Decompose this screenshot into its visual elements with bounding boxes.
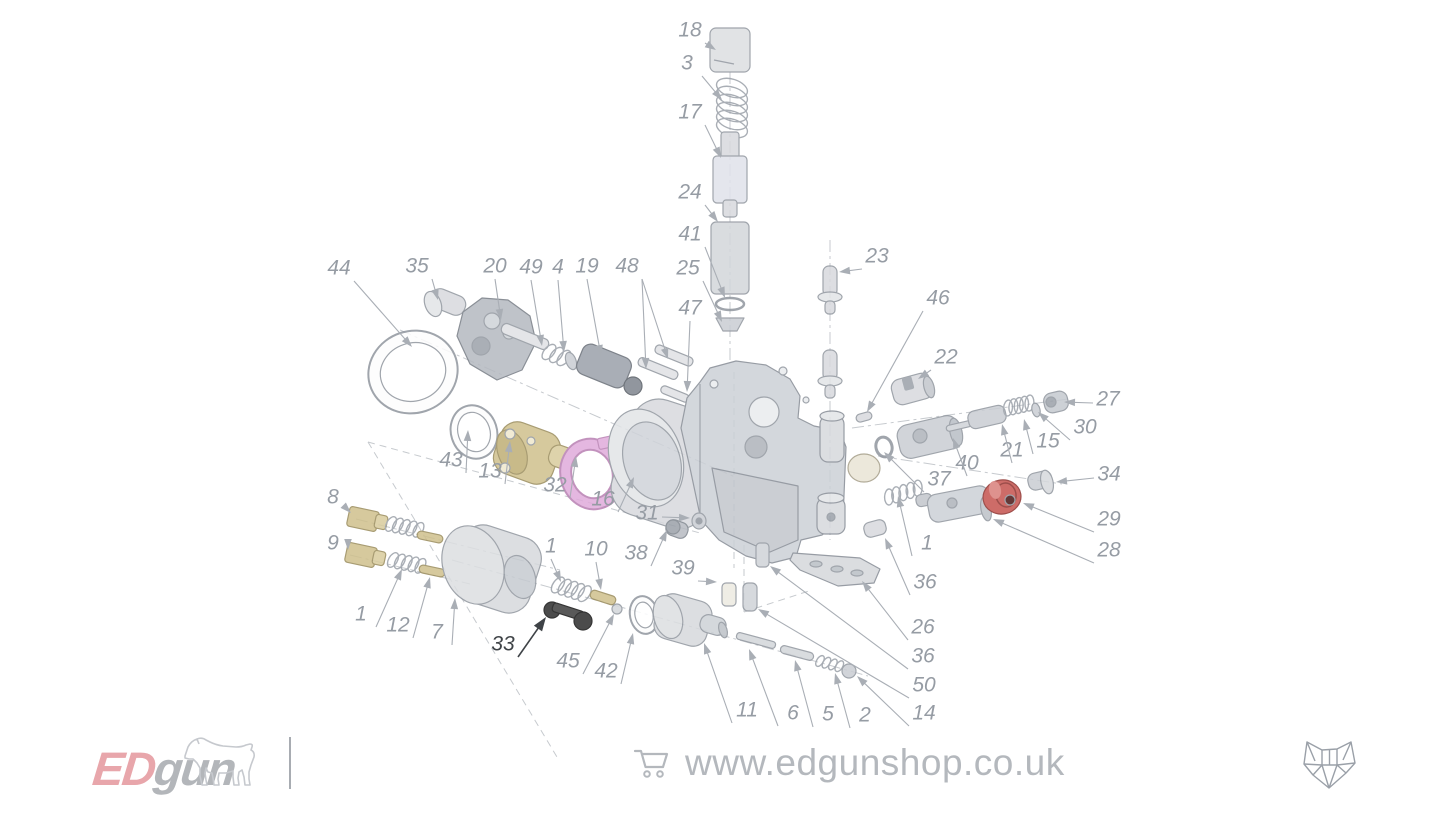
part-number: 31 bbox=[635, 502, 658, 525]
part-number: 43 bbox=[439, 449, 463, 472]
part-number: 46 bbox=[926, 287, 950, 310]
part-number: 6 bbox=[787, 702, 799, 725]
part-number: 29 bbox=[1096, 508, 1121, 531]
part-number: 15 bbox=[1036, 430, 1060, 453]
part-number: 33 bbox=[491, 633, 515, 656]
part-number: 36 bbox=[911, 645, 935, 668]
part-number: 38 bbox=[624, 542, 648, 565]
part-number: 17 bbox=[678, 101, 703, 124]
part-number: 39 bbox=[671, 557, 695, 580]
part-number: 47 bbox=[678, 297, 703, 320]
part-number: 4 bbox=[552, 256, 564, 279]
part-number: 8 bbox=[327, 486, 339, 509]
part-number: 41 bbox=[678, 223, 701, 246]
part-number: 24 bbox=[677, 181, 701, 204]
part-number: 27 bbox=[1095, 388, 1121, 411]
part-number: 12 bbox=[386, 614, 410, 637]
part-number: 34 bbox=[1097, 463, 1120, 486]
part-number: 10 bbox=[584, 538, 608, 561]
part-number: 13 bbox=[478, 460, 502, 483]
part-number: 9 bbox=[327, 532, 339, 555]
part-number: 28 bbox=[1096, 539, 1121, 562]
part-number: 20 bbox=[482, 255, 507, 278]
part-number: 18 bbox=[678, 19, 702, 42]
part-number: 23 bbox=[864, 245, 889, 268]
part-number: 1 bbox=[921, 532, 933, 555]
part-number: 35 bbox=[405, 255, 429, 278]
part-number: 21 bbox=[999, 439, 1023, 462]
part-number: 25 bbox=[675, 257, 700, 280]
part-number: 1 bbox=[355, 603, 367, 626]
part-number: 42 bbox=[594, 660, 618, 683]
parts-layer bbox=[344, 27, 1069, 679]
part-number: 22 bbox=[933, 346, 958, 369]
part-number: 36 bbox=[913, 571, 937, 594]
part-number: 45 bbox=[556, 650, 580, 673]
part-number: 40 bbox=[955, 452, 979, 475]
part-number: 49 bbox=[519, 256, 543, 279]
part-number: 7 bbox=[431, 621, 444, 644]
part-number: 50 bbox=[912, 674, 936, 697]
part-number: 37 bbox=[927, 468, 952, 491]
part-number: 16 bbox=[591, 488, 615, 511]
part-number: 11 bbox=[736, 699, 758, 722]
part-number: 5 bbox=[822, 703, 834, 726]
part-number: 14 bbox=[912, 702, 935, 725]
part-number: 19 bbox=[575, 255, 599, 278]
part-number: 1 bbox=[545, 535, 557, 558]
part-number: 32 bbox=[543, 474, 567, 497]
part-number: 44 bbox=[327, 257, 350, 280]
part-number: 30 bbox=[1073, 416, 1097, 439]
part-number: 48 bbox=[615, 255, 639, 278]
part-number: 3 bbox=[681, 52, 693, 75]
part-number: 2 bbox=[858, 704, 871, 727]
part-number: 26 bbox=[910, 616, 935, 639]
